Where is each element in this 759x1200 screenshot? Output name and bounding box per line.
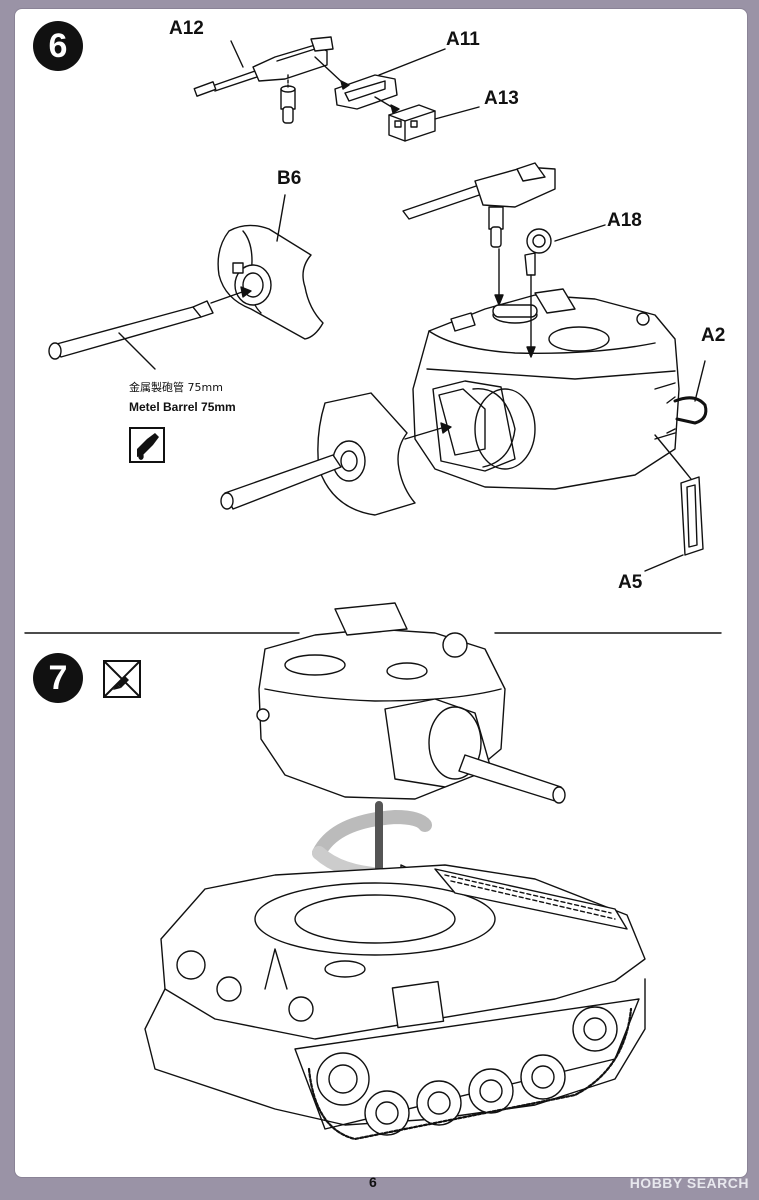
glue-drop-icon <box>129 427 165 463</box>
turret-step7 <box>256 602 566 804</box>
part-label-a13: A13 <box>484 88 519 109</box>
rotation-arrow <box>312 801 432 942</box>
mg-mounted <box>402 162 556 306</box>
part-label-b6: B6 <box>277 168 302 189</box>
periscope-a18 <box>524 224 606 358</box>
hull-step7 <box>144 864 646 1141</box>
road-wheels <box>316 1006 618 1136</box>
no-glue-icon <box>103 660 141 698</box>
instruction-sheet: 6 7 A12 A11 A13 B6 A18 A2 A5 金属製砲管 75mm … <box>14 8 748 1178</box>
step-6-badge: 6 <box>33 21 83 71</box>
mantlet-front <box>220 392 452 516</box>
hobbysearch-watermark: HOBBY SEARCH <box>629 1175 749 1191</box>
barrel-caption-cn: 金属製砲管 75mm <box>129 381 223 394</box>
step-7-badge: 7 <box>33 653 83 703</box>
barrel-caption-en: Metel Barrel 75mm <box>129 400 236 414</box>
hook-a2 <box>673 360 708 425</box>
part-label-a11: A11 <box>446 29 480 50</box>
part-label-a12: A12 <box>169 18 204 39</box>
part-label-a2: A2 <box>701 325 726 346</box>
page-number: 6 <box>369 1174 377 1190</box>
mantlet-b6-assembly <box>48 194 324 370</box>
machine-gun-exploded <box>193 36 480 142</box>
bracket-a5 <box>644 434 704 572</box>
part-label-a5: A5 <box>618 572 643 593</box>
part-label-a18: A18 <box>607 210 642 231</box>
